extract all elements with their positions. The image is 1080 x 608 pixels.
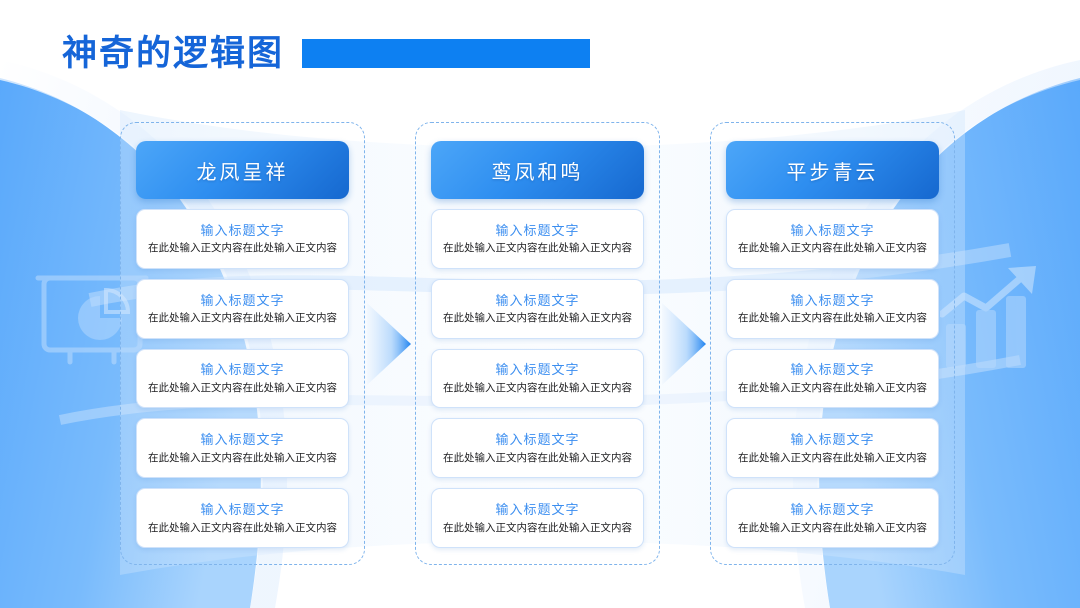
column-3-header[interactable]: 平步青云: [726, 141, 939, 199]
card-body: 在此处输入正文内容在此处输入正文内容: [738, 242, 927, 255]
card-body: 在此处输入正文内容在此处输入正文内容: [738, 521, 927, 534]
card-title: 输入标题文字: [495, 292, 580, 308]
list-item[interactable]: 输入标题文字 在此处输入正文内容在此处输入正文内容: [431, 418, 644, 479]
list-item[interactable]: 输入标题文字 在此处输入正文内容在此处输入正文内容: [136, 488, 349, 548]
list-item[interactable]: 输入标题文字 在此处输入正文内容在此处输入正文内容: [136, 209, 349, 269]
card-title: 输入标题文字: [200, 292, 285, 308]
column-3: 平步青云 输入标题文字 在此处输入正文内容在此处输入正文内容 输入标题文字 在此…: [710, 122, 955, 565]
column-1-header[interactable]: 龙凤呈祥: [136, 141, 349, 199]
card-title: 输入标题文字: [790, 362, 875, 378]
arrow-gap-2: [660, 122, 710, 565]
list-item[interactable]: 输入标题文字 在此处输入正文内容在此处输入正文内容: [726, 418, 939, 479]
card-body: 在此处输入正文内容在此处输入正文内容: [738, 451, 927, 464]
list-item[interactable]: 输入标题文字 在此处输入正文内容在此处输入正文内容: [136, 418, 349, 479]
list-item[interactable]: 输入标题文字 在此处输入正文内容在此处输入正文内容: [726, 348, 939, 409]
card-body: 在此处输入正文内容在此处输入正文内容: [148, 242, 337, 255]
list-item[interactable]: 输入标题文字 在此处输入正文内容在此处输入正文内容: [726, 209, 939, 269]
column-2: 鸾凤和鸣 输入标题文字 在此处输入正文内容在此处输入正文内容 输入标题文字 在此…: [415, 122, 660, 565]
column-2-header[interactable]: 鸾凤和鸣: [431, 141, 644, 199]
card-body: 在此处输入正文内容在此处输入正文内容: [443, 312, 632, 325]
card-body: 在此处输入正文内容在此处输入正文内容: [738, 381, 927, 394]
logic-diagram-board: 龙凤呈祥 输入标题文字 在此处输入正文内容在此处输入正文内容 输入标题文字 在此…: [120, 122, 965, 565]
list-item[interactable]: 输入标题文字 在此处输入正文内容在此处输入正文内容: [431, 278, 644, 339]
list-item[interactable]: 输入标题文字 在此处输入正文内容在此处输入正文内容: [136, 348, 349, 409]
card-body: 在此处输入正文内容在此处输入正文内容: [443, 451, 632, 464]
card-body: 在此处输入正文内容在此处输入正文内容: [148, 381, 337, 394]
slide-title-row: 神奇的逻辑图: [62, 34, 591, 73]
list-item[interactable]: 输入标题文字 在此处输入正文内容在此处输入正文内容: [136, 278, 349, 339]
card-title: 输入标题文字: [200, 432, 285, 448]
card-body: 在此处输入正文内容在此处输入正文内容: [148, 451, 337, 464]
chevron-right-arrow-icon: [662, 302, 706, 385]
list-item[interactable]: 输入标题文字 在此处输入正文内容在此处输入正文内容: [726, 488, 939, 548]
card-body: 在此处输入正文内容在此处输入正文内容: [443, 381, 632, 394]
chevron-right-arrow-icon: [367, 302, 411, 385]
arrow-gap-1: [365, 122, 415, 565]
list-item[interactable]: 输入标题文字 在此处输入正文内容在此处输入正文内容: [726, 278, 939, 339]
card-title: 输入标题文字: [790, 222, 875, 238]
card-title: 输入标题文字: [200, 222, 285, 238]
card-body: 在此处输入正文内容在此处输入正文内容: [443, 521, 632, 534]
card-title: 输入标题文字: [495, 362, 580, 378]
card-body: 在此处输入正文内容在此处输入正文内容: [738, 312, 927, 325]
column-1: 龙凤呈祥 输入标题文字 在此处输入正文内容在此处输入正文内容 输入标题文字 在此…: [120, 122, 365, 565]
list-item[interactable]: 输入标题文字 在此处输入正文内容在此处输入正文内容: [431, 348, 644, 409]
card-title: 输入标题文字: [495, 222, 580, 238]
title-accent-bar: [302, 39, 591, 68]
card-title: 输入标题文字: [790, 432, 875, 448]
page-title: 神奇的逻辑图: [62, 34, 285, 73]
card-title: 输入标题文字: [495, 501, 580, 517]
card-title: 输入标题文字: [790, 292, 875, 308]
card-title: 输入标题文字: [495, 432, 580, 448]
card-title: 输入标题文字: [200, 501, 285, 517]
card-title: 输入标题文字: [200, 362, 285, 378]
card-title: 输入标题文字: [790, 501, 875, 517]
card-body: 在此处输入正文内容在此处输入正文内容: [148, 312, 337, 325]
card-body: 在此处输入正文内容在此处输入正文内容: [443, 242, 632, 255]
card-body: 在此处输入正文内容在此处输入正文内容: [148, 521, 337, 534]
list-item[interactable]: 输入标题文字 在此处输入正文内容在此处输入正文内容: [431, 209, 644, 269]
list-item[interactable]: 输入标题文字 在此处输入正文内容在此处输入正文内容: [431, 488, 644, 548]
